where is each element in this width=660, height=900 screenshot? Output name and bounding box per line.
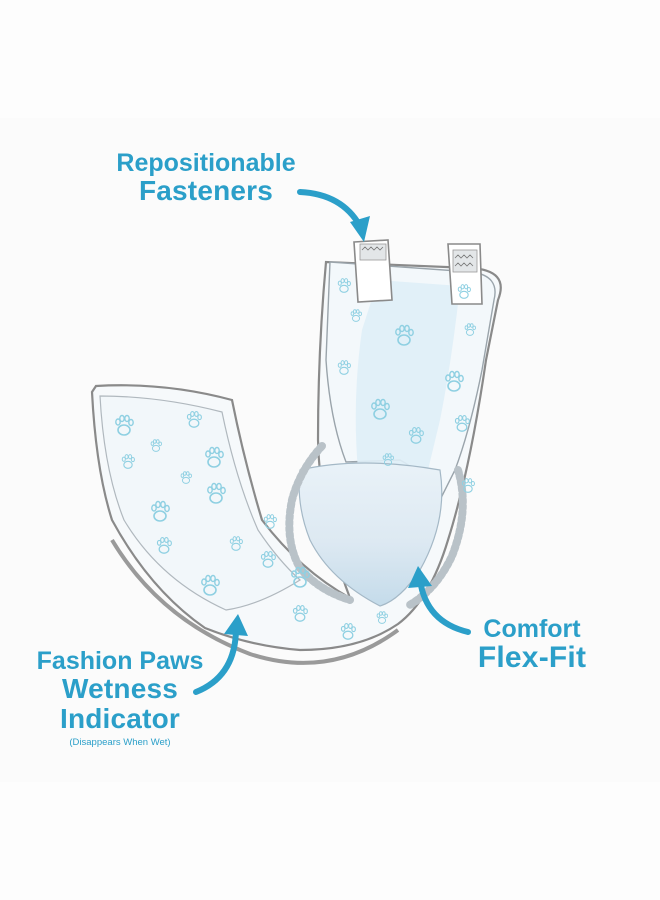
wetness-label-line3: Indicator bbox=[59, 702, 181, 734]
callout-arrow-icon bbox=[297, 189, 370, 242]
fastener-tab-icon bbox=[447, 243, 483, 305]
fasteners-label: Repositionable Fasteners bbox=[96, 150, 316, 206]
left-wing bbox=[99, 395, 301, 611]
left-leg-cuff bbox=[285, 442, 354, 604]
fasteners-label-line1: Repositionable bbox=[116, 149, 296, 177]
fasteners-label-line2: Fasteners bbox=[138, 175, 274, 207]
wetness-label-line2: Wetness bbox=[61, 673, 179, 705]
flexfit-label-line2: Flex-Fit bbox=[477, 641, 587, 675]
callout-arrow-icon bbox=[408, 566, 471, 635]
wetness-pad bbox=[298, 462, 443, 607]
absorbent-core bbox=[355, 280, 460, 470]
wetness-label-line1: Fashion Paws bbox=[36, 647, 204, 675]
wetness-indicator-label: Fashion Paws Wetness Indicator (Disappea… bbox=[20, 648, 220, 748]
flexfit-label-line1: Comfort bbox=[483, 615, 581, 643]
wetness-label-note: (Disappears When Wet) bbox=[69, 737, 171, 749]
fastener-tab-icon bbox=[353, 239, 393, 303]
callout-arrow-icon bbox=[193, 614, 248, 695]
flex-fit-label: Comfort Flex-Fit bbox=[462, 616, 602, 674]
